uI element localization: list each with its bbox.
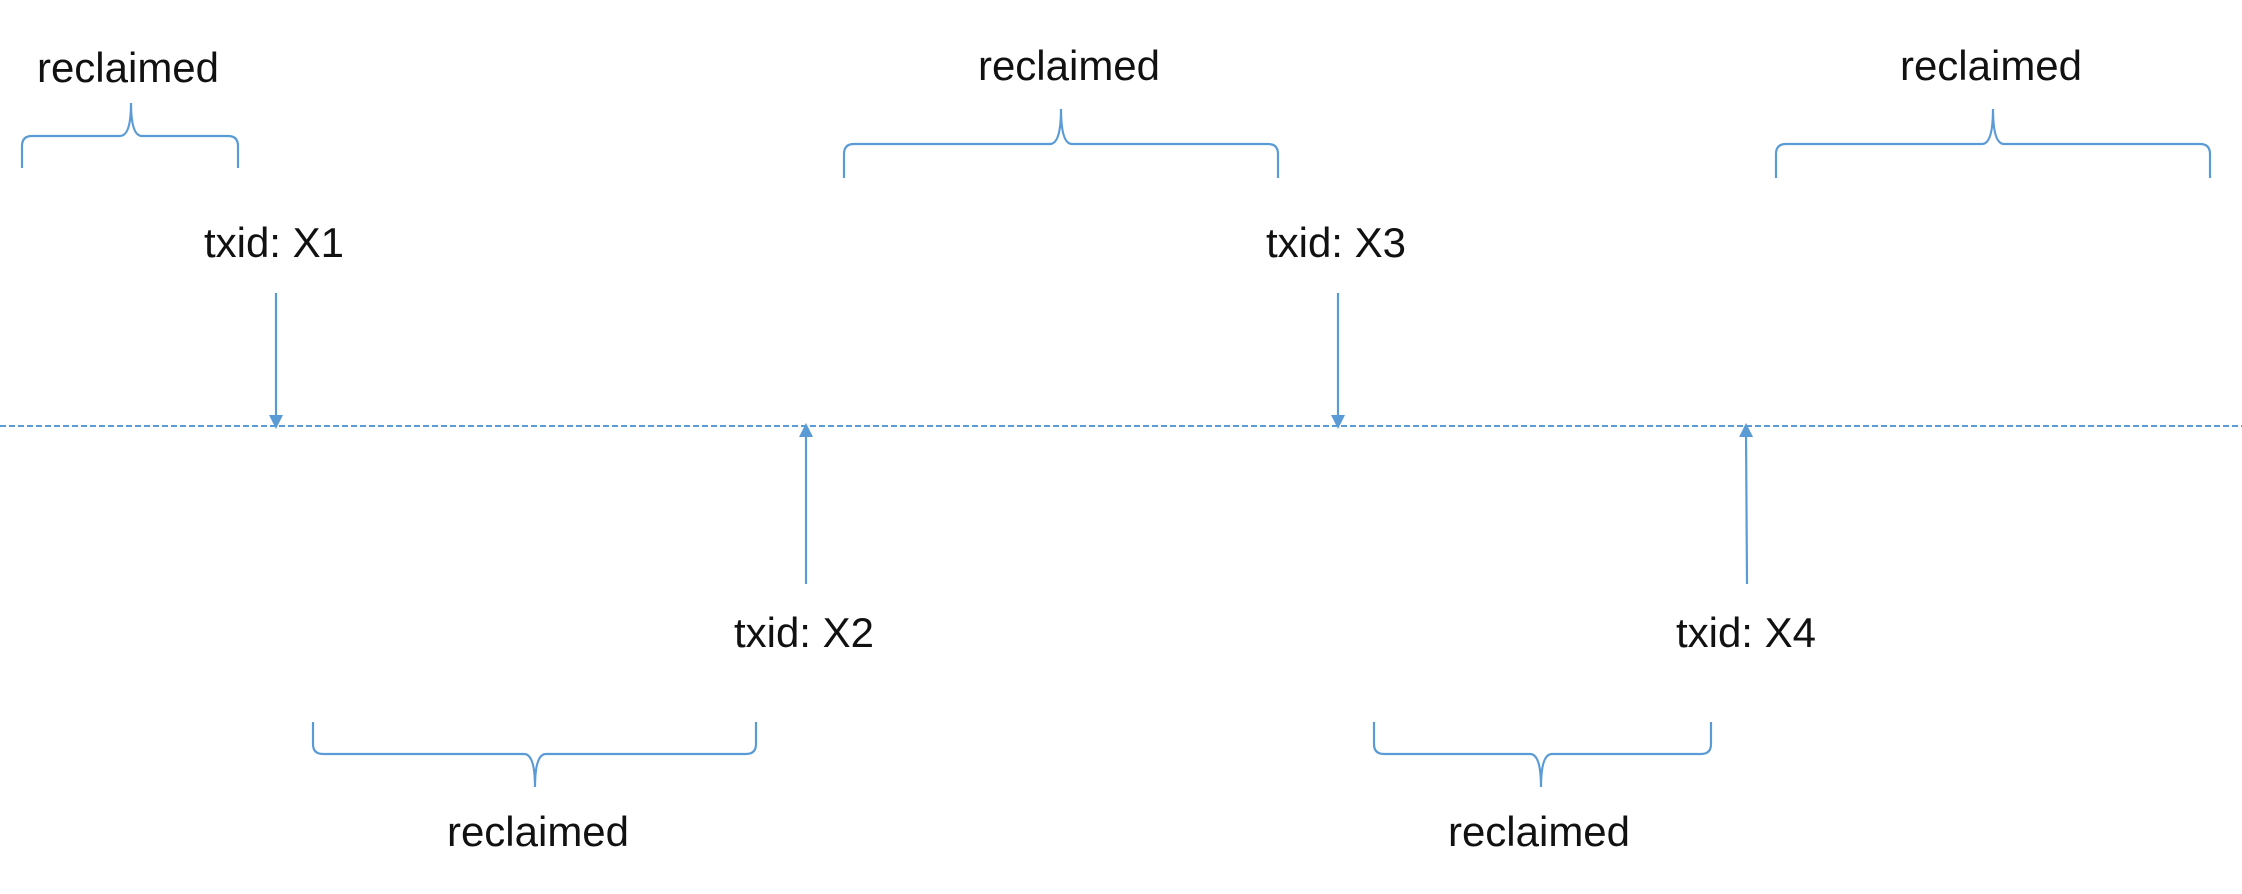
reclaimed-brace-5 <box>1774 108 2212 178</box>
reclaimed-label-2: reclaimed <box>447 808 629 855</box>
txid-x4-arrow <box>1739 423 1754 585</box>
reclaimed-label-3: reclaimed <box>978 42 1160 89</box>
txid-x1-label: txid: X1 <box>204 219 344 266</box>
reclaimed-label-5: reclaimed <box>1900 42 2082 89</box>
reclaimed-brace-1 <box>20 102 240 168</box>
reclaimed-brace-4 <box>1372 722 1713 788</box>
reclaimed-label-4: reclaimed <box>1448 808 1630 855</box>
reclaimed-brace-2 <box>311 722 758 788</box>
txid-x3-label: txid: X3 <box>1266 219 1406 266</box>
reclaimed-label-1: reclaimed <box>37 44 219 91</box>
reclaimed-brace-3 <box>842 108 1280 178</box>
txid-x2-label: txid: X2 <box>734 609 874 656</box>
txid-x4-label: txid: X4 <box>1676 609 1816 656</box>
